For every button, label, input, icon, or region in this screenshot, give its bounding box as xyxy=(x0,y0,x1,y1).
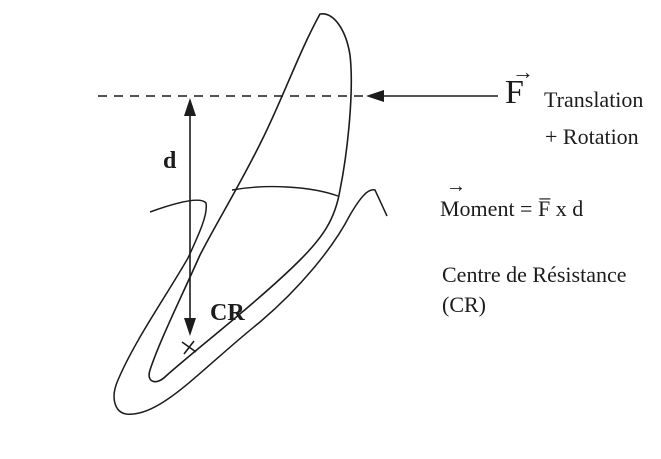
distance-arrow-head-top xyxy=(184,98,196,116)
force-arrow-head xyxy=(366,90,384,102)
cemento-enamel-junction xyxy=(231,185,339,197)
moment-vector-arrow: → xyxy=(446,175,466,197)
force-effect-rotation: + Rotation xyxy=(545,124,639,149)
distance-arrow-head-bottom xyxy=(184,318,196,336)
distance-label: d xyxy=(163,148,177,174)
centre-resistance-abbrev: (CR) xyxy=(442,292,486,317)
alveolar-bone-outline xyxy=(113,189,388,415)
tooth-outline xyxy=(148,13,353,383)
force-effect-translation: Translation xyxy=(544,87,644,112)
moment-formula: Moment = F̅ x d xyxy=(440,196,584,221)
centre-resistance-label: Centre de Résistance xyxy=(442,262,627,287)
centre-of-resistance-mark xyxy=(181,340,197,355)
cr-label: CR xyxy=(210,300,245,326)
force-symbol: F xyxy=(505,74,524,111)
force-vector-arrow: → xyxy=(512,59,534,84)
